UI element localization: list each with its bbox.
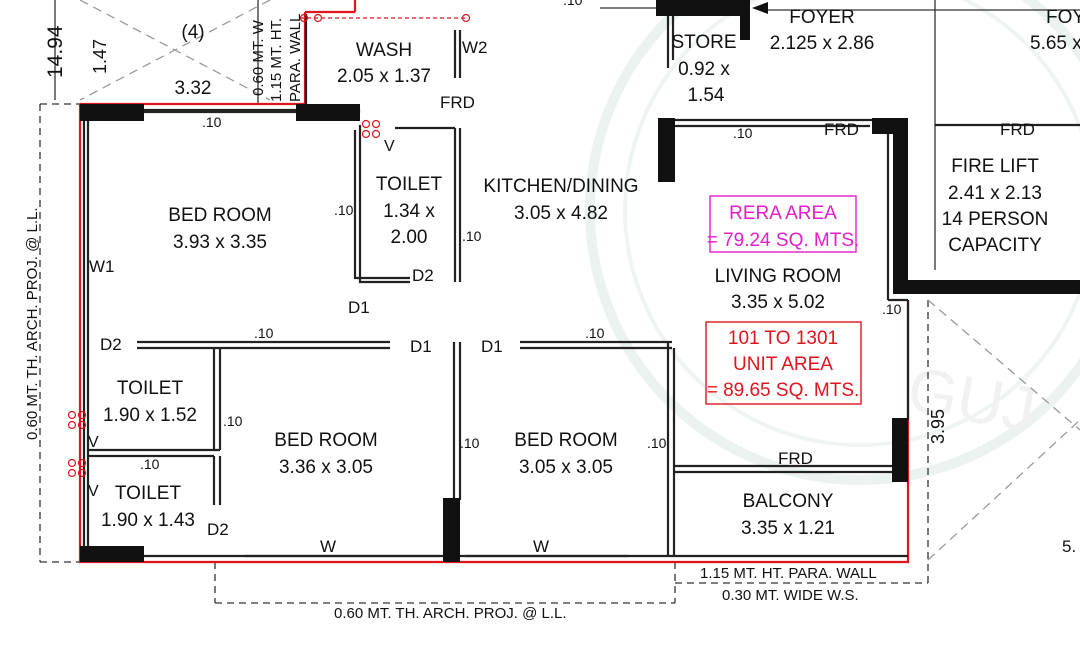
svg-text:GUJ: GUJ [903, 353, 1042, 446]
living-name: LIVING ROOM [715, 266, 842, 287]
para-bottom: 1.15 MT. HT. PARA. WALL [700, 565, 877, 582]
frd-balcony: FRD [778, 449, 813, 468]
t-topright: .10 [563, 0, 583, 8]
t-living: .10 [882, 301, 902, 317]
rera-area-box [709, 195, 857, 253]
rera-line2: = 79.24 SQ. MTS. [707, 230, 860, 251]
t-bed3a: .10 [460, 435, 480, 451]
unit-area-box [705, 321, 862, 405]
toilet2-size: 1.90 x 1.52 [103, 405, 197, 426]
valve-symbols [67, 13, 471, 478]
toilet1-size-a: 1.34 x [383, 201, 435, 222]
store-size-a: 0.92 x [678, 59, 730, 80]
arch-left: 0.60 MT. TH. ARCH. PROJ. @ L.L. [24, 207, 41, 440]
dim-5: 5. [1062, 537, 1076, 556]
balcony-size: 3.35 x 1.21 [741, 518, 835, 539]
t-bed3b: .10 [647, 435, 667, 451]
balcony-name: BALCONY [743, 491, 834, 512]
t-top: .10 [202, 114, 222, 130]
firelift-name: FIRE LIFT [951, 156, 1039, 177]
d2-toilet2: D2 [100, 335, 122, 354]
store-name: STORE [671, 32, 736, 53]
t-toilet3: .10 [140, 456, 160, 472]
ws-bottom: 0.30 MT. WIDE W.S. [722, 587, 859, 604]
firelift-size: 2.41 x 2.13 [948, 183, 1042, 204]
foyer-size: 2.125 x 2.86 [770, 33, 875, 54]
bed2-size: 3.36 x 3.05 [279, 457, 373, 478]
vent-3: V [88, 483, 99, 500]
d1-bed2: D1 [410, 337, 432, 356]
bed2-name: BED ROOM [274, 430, 377, 451]
bed1-size: 3.93 x 3.35 [173, 232, 267, 253]
adj-size: 3.32 [175, 78, 212, 99]
columns [80, 0, 1080, 562]
window-w1: W1 [89, 257, 115, 276]
adj-number: (4) [181, 22, 204, 43]
frd-wash: FRD [440, 93, 475, 112]
dim-3-95: 3.95 [928, 409, 948, 444]
store-size-b: 1.54 [688, 85, 725, 106]
para-wall: PARA. WALL [287, 14, 304, 102]
toilet1-size-b: 2.00 [391, 227, 428, 248]
t-bed1: .10 [334, 202, 354, 218]
bed1-name: BED ROOM [168, 205, 271, 226]
toilet3-name: TOILET [115, 483, 182, 504]
unit-line2: UNIT AREA [733, 354, 833, 375]
t-mid2: .10 [585, 325, 605, 341]
foyer2-size: 5.65 x [1030, 33, 1080, 54]
bed3-name: BED ROOM [514, 430, 617, 451]
rera-line1: RERA AREA [729, 203, 837, 224]
toilet1-name: TOILET [376, 174, 443, 195]
d2-toilet3: D2 [207, 520, 229, 539]
para-115: 1.15 MT. HT. [268, 18, 285, 102]
kitchen-name: KITCHEN/DINING [483, 176, 638, 197]
dim-1-47: 1.47 [90, 39, 110, 74]
wash-size: 2.05 x 1.37 [337, 66, 431, 87]
firelift-cap-a: 14 PERSON [942, 209, 1049, 230]
living-size: 3.35 x 5.02 [731, 292, 825, 313]
window-bed2: W [320, 537, 336, 556]
para-060: 0.60 MT. W [250, 19, 267, 96]
frd-living: FRD [824, 120, 859, 139]
t-bed2: .10 [223, 413, 243, 429]
foyer-name: FOYER [789, 7, 854, 28]
t-store: .10 [733, 125, 753, 141]
d1-bed1: D1 [348, 298, 370, 317]
foyer2-name: FOYE [1046, 7, 1080, 28]
toilet3-size: 1.90 x 1.43 [101, 510, 195, 531]
bed3-size: 3.05 x 3.05 [519, 457, 613, 478]
t-mid1: .10 [254, 325, 274, 341]
dim-14-94: 14.94 [44, 25, 67, 78]
frd-lift: FRD [1000, 120, 1035, 139]
window-bed3: W [533, 537, 549, 556]
entry-arrow-icon [752, 2, 768, 14]
t-toilet1: .10 [462, 228, 482, 244]
unit-line3: = 89.65 SQ. MTS. [707, 380, 860, 401]
vent-2: V [88, 434, 99, 451]
arch-bottom: 0.60 MT. TH. ARCH. PROJ. @ L.L. [334, 605, 567, 622]
kitchen-size: 3.05 x 4.82 [514, 203, 608, 224]
firelift-cap-b: CAPACITY [948, 235, 1042, 256]
toilet2-name: TOILET [117, 378, 184, 399]
unit-line1: 101 TO 1301 [728, 328, 838, 349]
d2-toilet1: D2 [412, 266, 434, 285]
d1-bed3: D1 [481, 337, 503, 356]
vent-1: V [384, 138, 395, 155]
wash-name: WASH [356, 40, 412, 61]
window-w2: W2 [462, 38, 488, 57]
